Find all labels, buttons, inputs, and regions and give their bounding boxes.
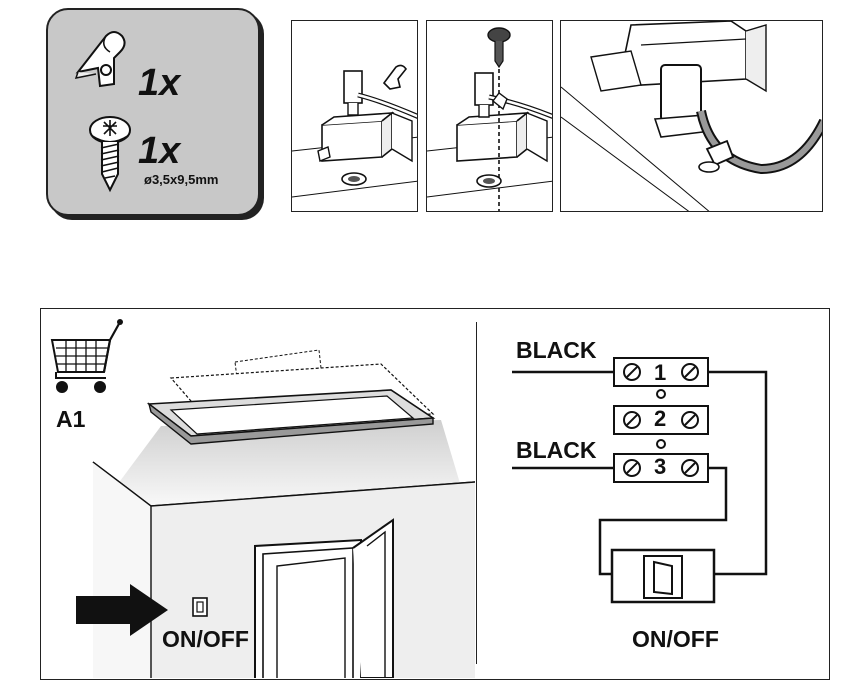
terminal-number-3: 3 — [654, 454, 667, 479]
step-1-panel — [291, 20, 418, 212]
wall-switch-label: ON/OFF — [162, 626, 249, 652]
arrow-right-icon — [72, 582, 170, 638]
shopping-cart-icon — [48, 318, 130, 396]
room-illustration — [41, 320, 475, 678]
panel-divider — [476, 322, 477, 664]
screw-quantity: 1x — [138, 130, 181, 172]
clip-cable-step-icon — [292, 64, 417, 198]
wire-label-bottom: BLACK — [516, 437, 597, 463]
step-2-panel — [426, 20, 553, 212]
step-3-panel — [560, 20, 823, 212]
accessory-code: A1 — [56, 406, 86, 432]
screw-icon — [86, 114, 134, 194]
cable-clip-icon — [70, 22, 130, 92]
screw-size-label: ø3,5x9,5mm — [144, 172, 219, 187]
terminal-number-1: 1 — [654, 360, 667, 385]
terminal-number-2: 2 — [654, 406, 667, 431]
parts-panel — [46, 8, 260, 216]
diagram-switch-label: ON/OFF — [632, 626, 719, 652]
fixed-cable-step-icon — [561, 21, 822, 211]
wiring-diagram — [500, 330, 820, 630]
screw-clip-step-icon — [427, 27, 552, 211]
clip-quantity: 1x — [138, 62, 181, 104]
wire-label-top: BLACK — [516, 337, 597, 363]
